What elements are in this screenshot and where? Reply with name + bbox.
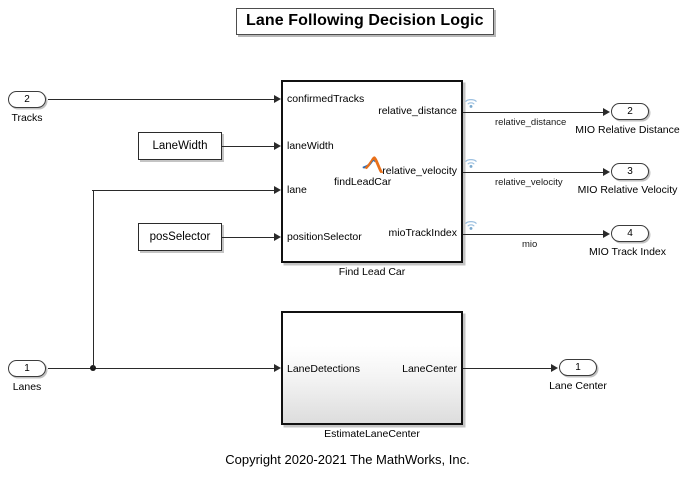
block-caption-estimate-lane-center: EstimateLaneCenter	[324, 428, 420, 440]
block-find-lead-car[interactable]	[281, 80, 463, 263]
outport-mio-relative-distance-label: MIO Relative Distance	[575, 124, 680, 136]
port-label-confirmedtracks: confirmedTracks	[287, 93, 365, 105]
outport-lane-center-number: 1	[575, 362, 581, 373]
port-label-relative-distance: relative_distance	[378, 105, 457, 117]
inport-tracks-number: 2	[24, 94, 30, 105]
wireless-signal-icon	[465, 99, 477, 108]
wire-lanewidth-to-lanewidth-port	[222, 146, 274, 147]
wire-mio	[463, 234, 603, 235]
const-block-posselector[interactable]: posSelector	[138, 223, 222, 251]
port-label-lanewidth: laneWidth	[287, 140, 334, 152]
const-block-lanewidth-label: LaneWidth	[152, 140, 208, 152]
page-title: Lane Following Decision Logic	[236, 8, 494, 35]
wire-relative-velocity	[463, 172, 603, 173]
port-label-relative-velocity: relative_velocity	[382, 165, 457, 177]
wire-lanes-branch-to-lane-port	[92, 190, 274, 191]
arrow-outport-mio-relative-distance	[603, 107, 610, 116]
port-label-lane: lane	[287, 184, 307, 196]
signal-junction-lanes	[90, 365, 96, 371]
arrow-outport-mio-relative-velocity	[603, 167, 610, 176]
arrow-lanewidth	[274, 141, 281, 150]
copyright-text: Copyright 2020-2021 The MathWorks, Inc.	[225, 452, 470, 467]
outport-lane-center[interactable]: 1	[559, 359, 597, 376]
arrow-positionselector	[274, 232, 281, 241]
arrow-outport-mio-track-index	[603, 229, 610, 238]
outport-mio-relative-distance[interactable]: 2	[611, 103, 649, 120]
arrow-outport-lane-center	[551, 363, 558, 372]
const-block-posselector-label: posSelector	[149, 231, 211, 243]
outport-lane-center-label: Lane Center	[549, 380, 607, 392]
wire-lanes-branch-vertical	[93, 190, 94, 368]
wireless-signal-icon	[465, 159, 477, 168]
const-block-lanewidth[interactable]: LaneWidth	[138, 132, 222, 160]
inport-lanes-label: Lanes	[12, 381, 42, 393]
wire-tracks-to-confirmedtracks	[48, 99, 274, 100]
signal-label-relative-velocity: relative_velocity	[495, 177, 563, 188]
inport-tracks[interactable]: 2	[8, 91, 46, 108]
wire-lanes-to-lanedetections	[48, 368, 274, 369]
signal-label-mio: mio	[522, 239, 538, 250]
wire-relative-distance	[463, 112, 603, 113]
port-label-lanecenter: LaneCenter	[402, 363, 457, 375]
wire-posselector-to-positionselector-port	[222, 237, 274, 238]
signal-label-relative-distance: relative_distance	[495, 117, 567, 128]
port-label-miotrackindex: mioTrackIndex	[388, 227, 457, 239]
inport-tracks-label: Tracks	[11, 112, 43, 124]
inport-lanes-number: 1	[24, 363, 30, 374]
block-estimate-lane-center[interactable]	[281, 311, 463, 425]
outport-mio-track-index[interactable]: 4	[611, 225, 649, 242]
port-label-positionselector: positionSelector	[287, 231, 362, 243]
outport-mio-track-index-number: 4	[627, 228, 633, 239]
wire-lanecenter	[463, 368, 551, 369]
outport-mio-relative-velocity-number: 3	[627, 166, 633, 177]
block-caption-find-lead-car: Find Lead Car	[338, 266, 406, 278]
arrow-confirmedtracks	[274, 94, 281, 103]
outport-mio-relative-distance-number: 2	[627, 106, 633, 117]
arrow-lanedetections	[274, 363, 281, 372]
block-function-name-findleadcar: findLeadCar	[334, 176, 392, 188]
wireless-signal-icon	[465, 221, 477, 230]
outport-mio-relative-velocity-label: MIO Relative Velocity	[577, 184, 678, 196]
outport-mio-relative-velocity[interactable]: 3	[611, 163, 649, 180]
port-label-lanedetections: LaneDetections	[287, 363, 360, 375]
inport-lanes[interactable]: 1	[8, 360, 46, 377]
matlab-function-icon	[362, 156, 384, 173]
outport-mio-track-index-label: MIO Track Index	[588, 246, 667, 258]
arrow-lane	[274, 185, 281, 194]
